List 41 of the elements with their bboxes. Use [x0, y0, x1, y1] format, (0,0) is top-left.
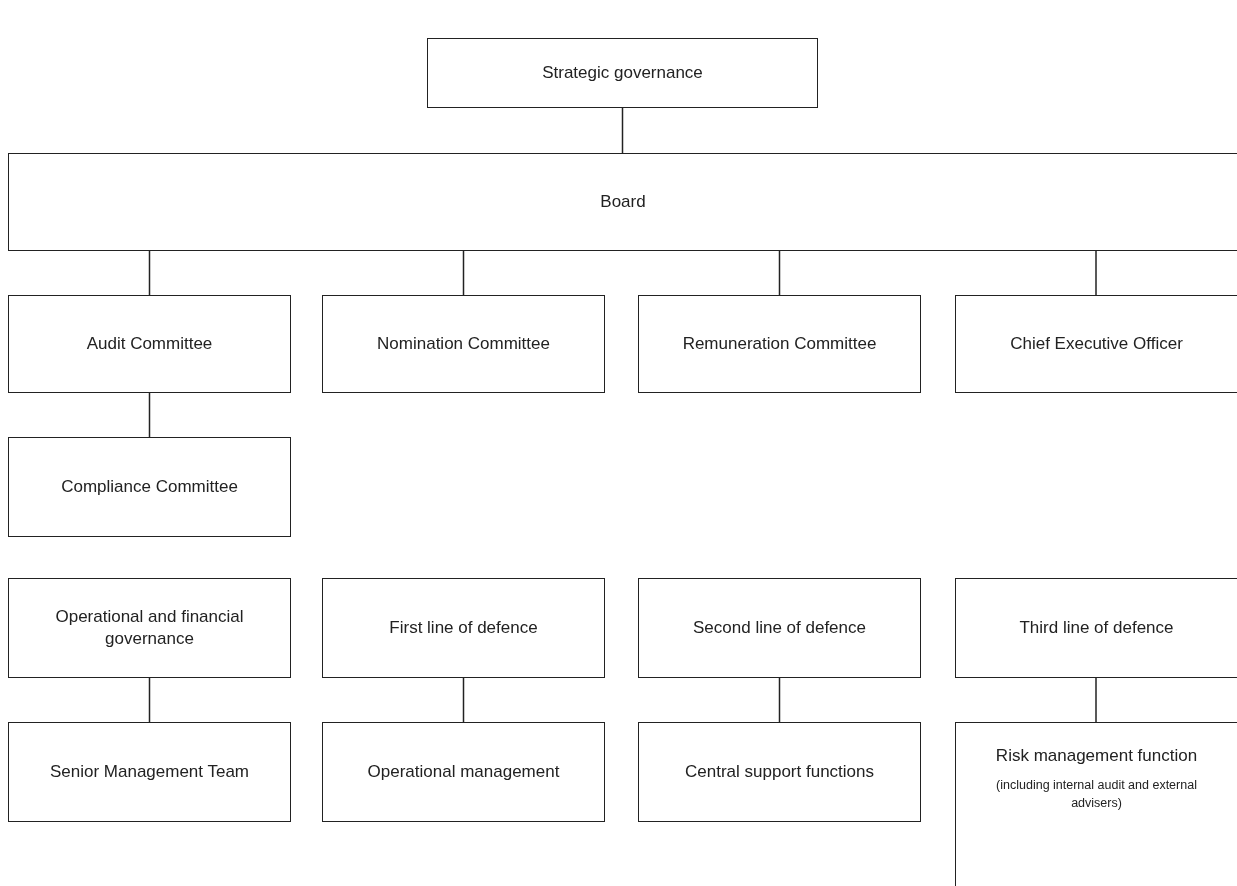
connector-line	[1095, 250, 1097, 296]
connector-line	[148, 677, 151, 723]
box-title: Strategic governance	[542, 61, 703, 84]
connector-line	[1095, 677, 1097, 723]
box-title: Audit Committee	[86, 332, 213, 355]
connector-line	[148, 250, 151, 296]
box-title: First line of defence	[389, 616, 538, 639]
connector-line	[778, 250, 781, 296]
box-title: Chief Executive Officer	[1010, 332, 1183, 355]
org-box	[638, 295, 921, 393]
box-title: Second line of defence	[693, 616, 866, 639]
org-box	[427, 38, 818, 108]
org-box	[8, 437, 291, 537]
box-title: Senior Management Team	[49, 760, 250, 783]
org-box	[322, 578, 605, 678]
org-box	[8, 722, 291, 822]
org-box	[8, 295, 291, 393]
connector-line	[462, 677, 465, 723]
org-box	[638, 578, 921, 678]
org-box	[955, 578, 1237, 678]
connector-line	[621, 107, 624, 154]
box-title: Third line of defence	[1019, 616, 1174, 639]
org-box	[638, 722, 921, 822]
connector-line	[462, 250, 465, 296]
box-title: Central support functions	[685, 760, 874, 783]
connector-line	[778, 677, 781, 723]
connector-line	[148, 392, 151, 438]
org-box	[322, 295, 605, 393]
box-title: Remuneration Committee	[682, 332, 877, 355]
org-box	[8, 153, 1237, 251]
org-box	[955, 295, 1237, 393]
box-title: Board	[600, 190, 646, 213]
org-box	[8, 578, 291, 678]
org-box	[955, 722, 1237, 886]
box-title: Compliance Committee	[61, 475, 238, 498]
box-title: Operational management	[367, 760, 560, 783]
box-title: Operational and financial governance	[54, 605, 245, 650]
org-box	[322, 722, 605, 822]
box-title: Nomination Committee	[377, 332, 550, 355]
box-title: Risk management function	[995, 745, 1198, 767]
box-note: (including internal audit and external advisers)	[995, 777, 1198, 812]
